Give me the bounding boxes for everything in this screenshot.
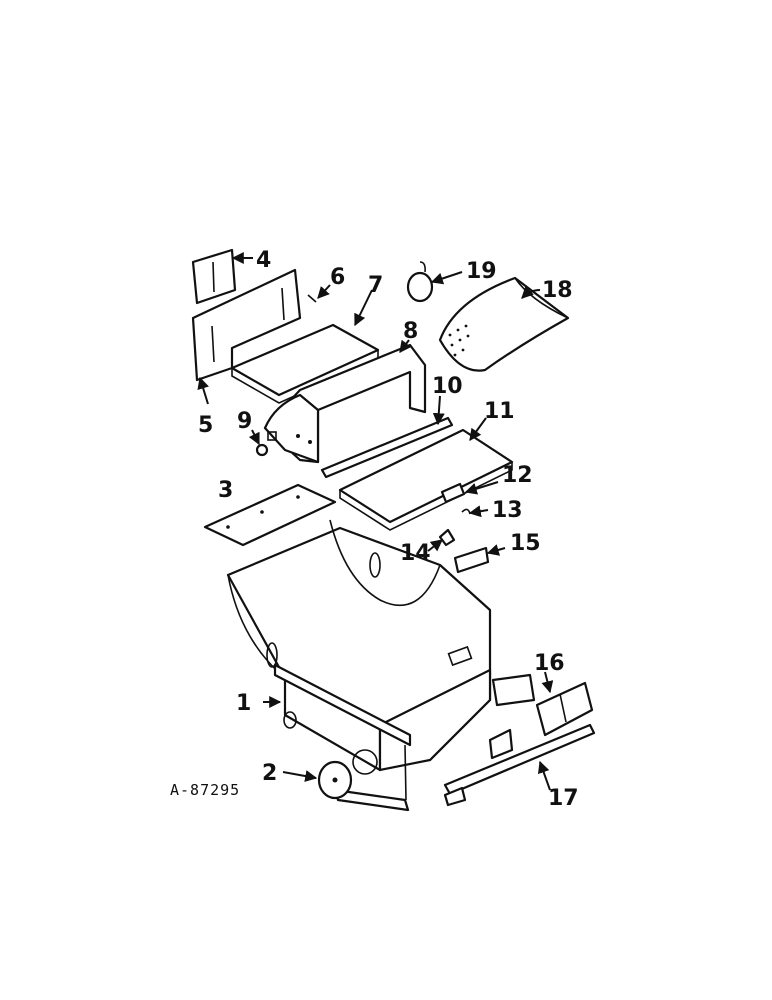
callout-3: 3 [218,478,233,503]
part-5-rear-panel [191,268,302,382]
part-6-pin [307,294,317,303]
part-3-plate [203,483,337,547]
part-12-latch [440,482,466,504]
part-1-main-body [226,519,514,812]
callout-12: 12 [502,463,533,488]
callout-13: 13 [492,498,523,523]
part-16-bracket [491,673,594,737]
callout-11: 11 [484,399,515,424]
callout-19: 19 [466,259,497,284]
callout-9: 9 [237,409,252,434]
part-8-housing [263,343,427,464]
part-11-lid [338,428,514,531]
part-10-strip [320,416,454,479]
callout-17: 17 [548,786,579,811]
part-13-clip [461,508,471,515]
part-2-disc [317,760,353,800]
callout-14: 14 [400,541,431,566]
callout-5: 5 [198,413,213,438]
part-18-shield [438,276,570,372]
part-4-panel [191,248,237,305]
callout-16: 16 [534,651,565,676]
callout-15: 15 [510,531,541,556]
leader-lines [197,252,554,791]
callout-1: 1 [236,691,251,716]
part-14-bracket [438,528,456,547]
part-7-shelf [230,323,380,404]
part-17-rail [443,723,596,807]
reference-number: A-87295 [170,781,240,799]
part-15-box [453,546,490,574]
callout-7: 7 [368,273,383,298]
part-19-cap [406,261,434,303]
callout-8: 8 [403,319,418,344]
part-9-ring [255,443,269,457]
callout-4: 4 [256,248,271,273]
callout-18: 18 [542,278,573,303]
callout-2: 2 [262,761,277,786]
callout-labels: 1 2 3 4 5 6 7 8 9 10 11 12 13 14 15 16 1… [198,248,579,811]
callout-6: 6 [330,265,345,290]
callout-10: 10 [432,374,463,399]
